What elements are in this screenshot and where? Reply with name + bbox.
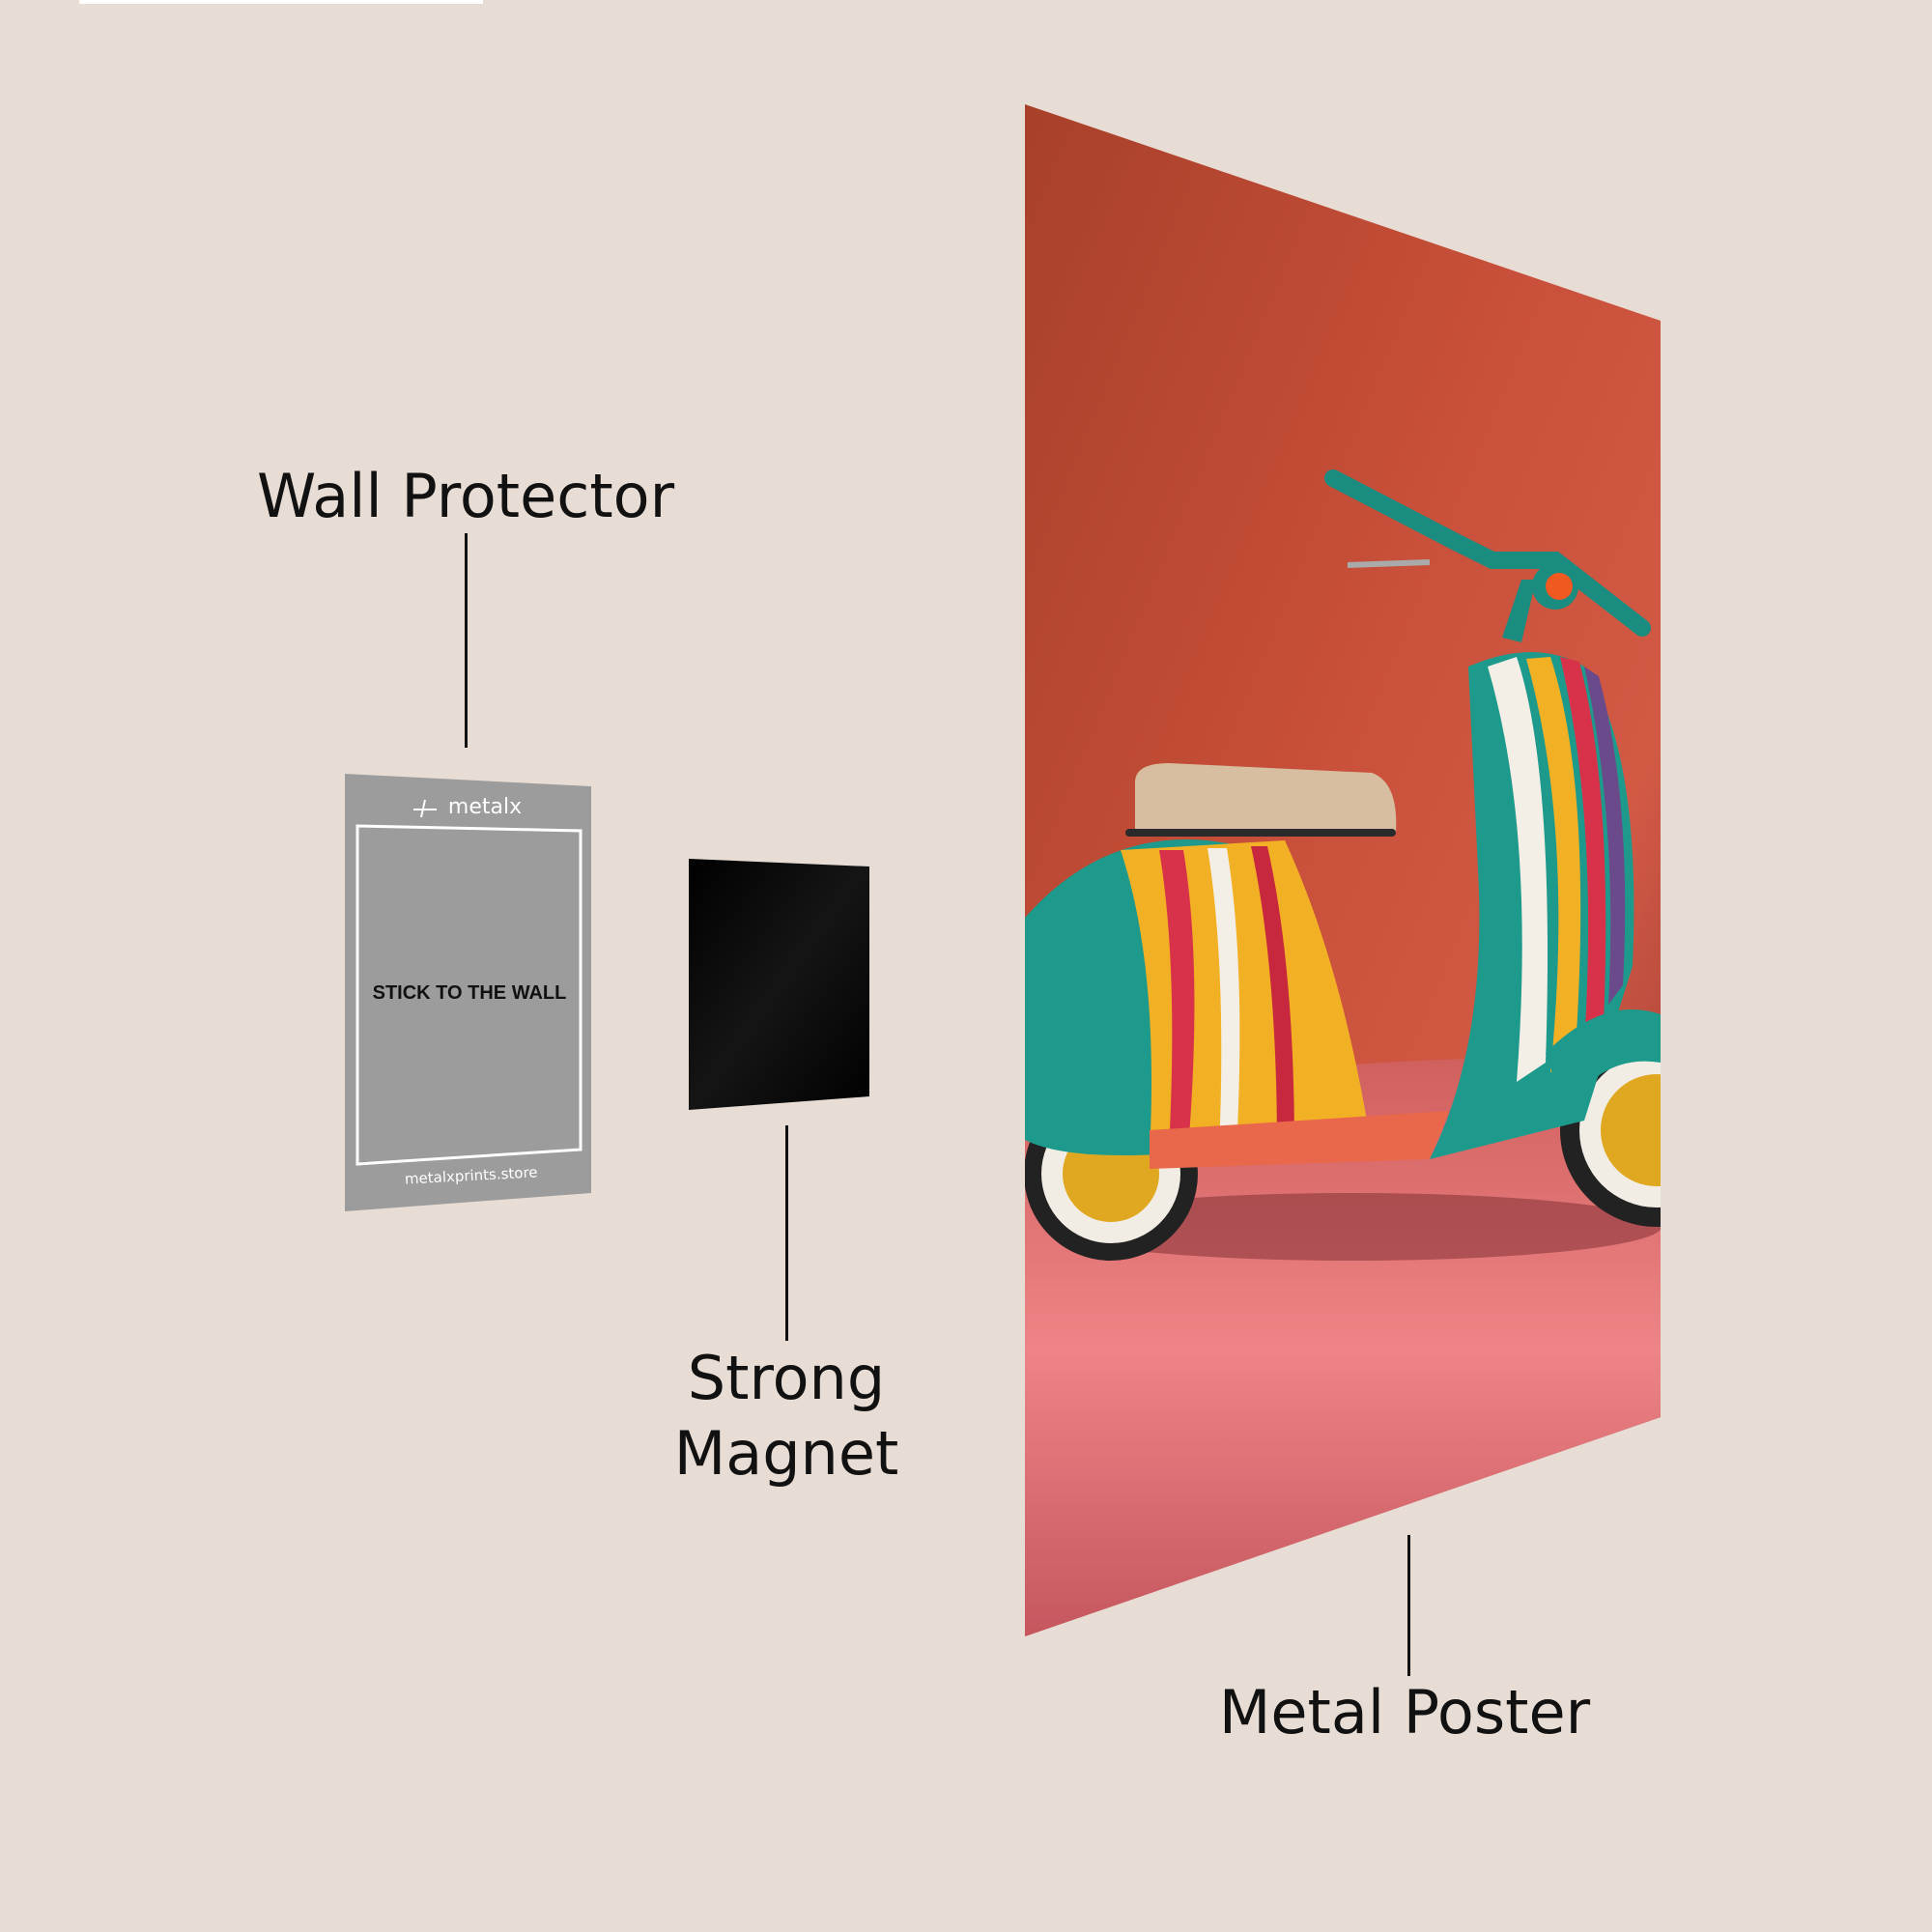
metal-poster-label: Metal Poster: [1218, 1677, 1591, 1747]
scooter-seat: [1135, 763, 1397, 833]
top-edge-strip: [79, 0, 483, 4]
scooter-body: [1025, 652, 1661, 1169]
wall-protector-card: metalx STICK TO THE WALL metalxprints.st…: [345, 774, 591, 1211]
metal-poster-leader-line: [1407, 1535, 1410, 1676]
protector-instruction: STICK TO THE WALL: [373, 982, 567, 1004]
metalx-logo-icon: [413, 799, 437, 818]
metal-poster: [1025, 104, 1661, 1636]
strong-magnet: [689, 859, 869, 1110]
protector-brand: metalx: [448, 795, 522, 819]
wall-protector-leader-line: [465, 533, 468, 748]
handlebar: [1324, 469, 1651, 637]
wall-protector-label: Wall Protector: [256, 461, 675, 531]
strong-magnet-leader-line: [785, 1125, 788, 1341]
strong-magnet-label-line2: Magnet: [673, 1418, 899, 1489]
strong-magnet-label-line1: Strong: [687, 1343, 886, 1413]
